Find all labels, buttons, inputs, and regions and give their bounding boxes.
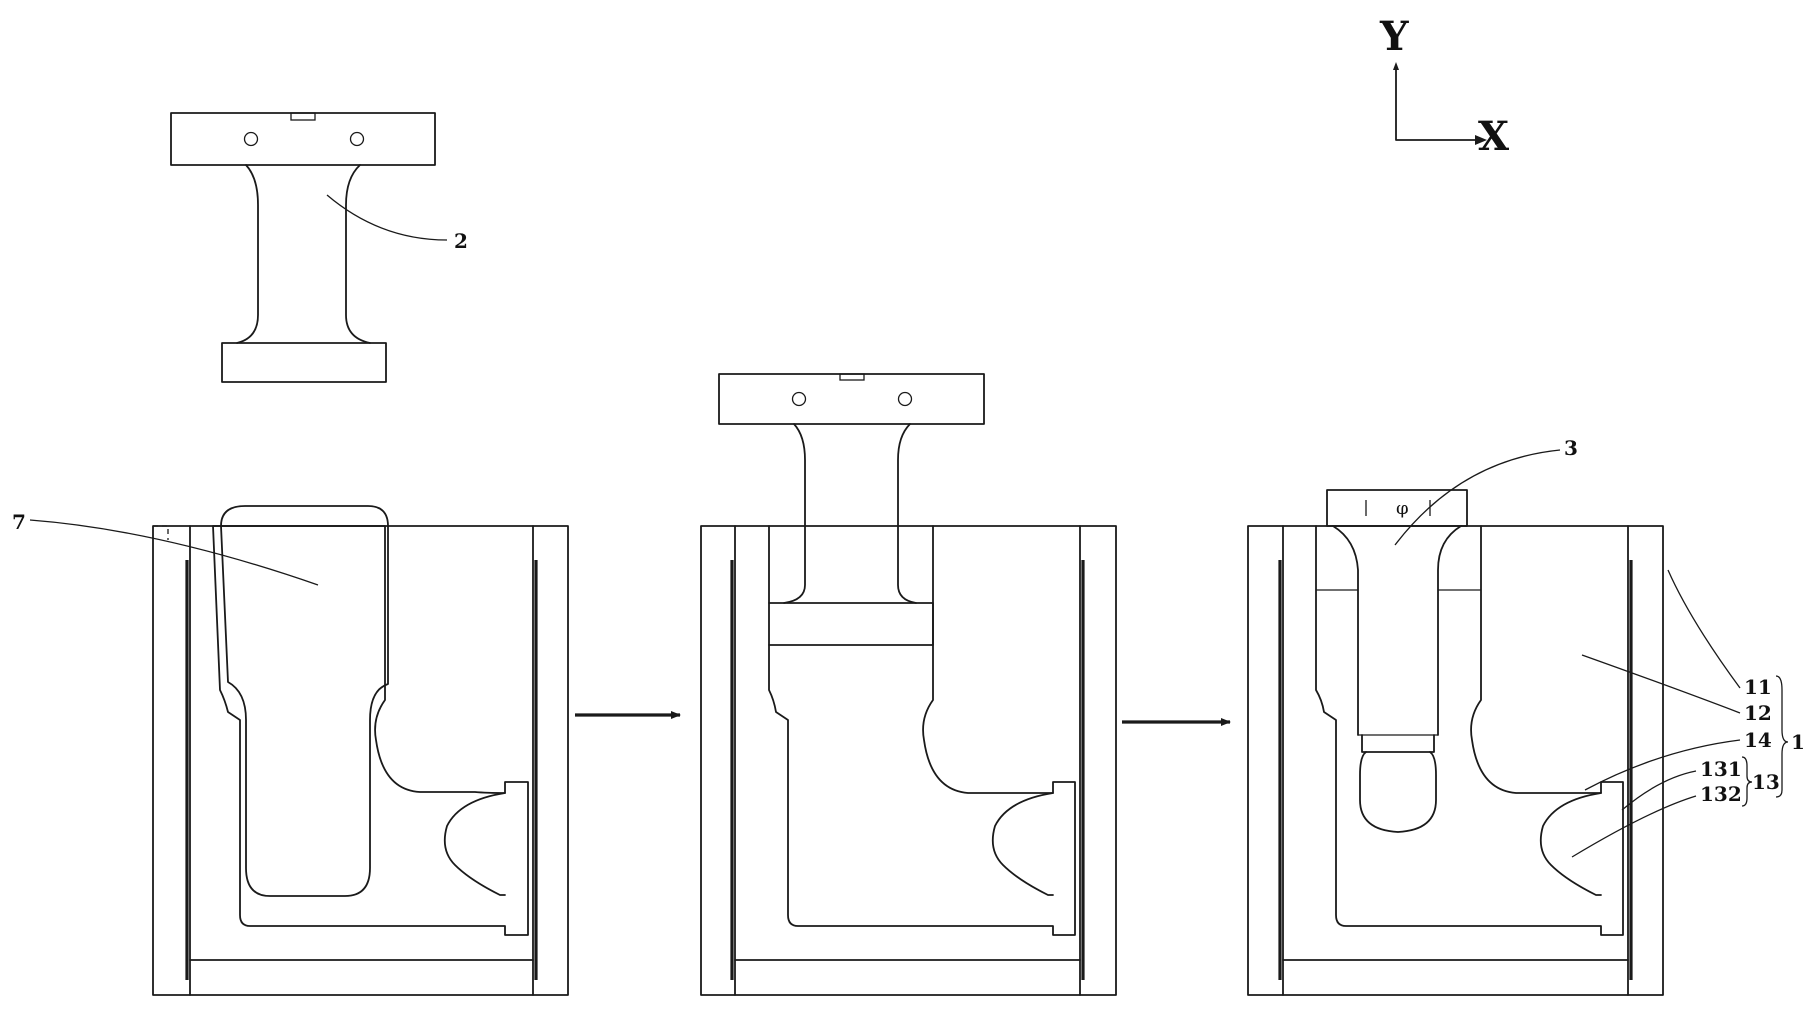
axis-y-arrowhead [1393, 62, 1399, 70]
leader-11 [1668, 570, 1740, 688]
label-131: 131 [1700, 757, 1742, 781]
label-14: 14 [1744, 728, 1772, 752]
part-2-tool [171, 113, 435, 382]
label-132: 132 [1700, 782, 1742, 806]
axis-lines [1396, 70, 1475, 140]
label-3: 3 [1564, 436, 1578, 460]
mold-stage-2 [701, 374, 1116, 995]
leader-131 [1622, 771, 1696, 810]
label-2: 2 [454, 229, 468, 253]
phi-symbol: φ [1396, 498, 1409, 519]
label-12: 12 [1744, 701, 1772, 725]
mold-stage-1 [153, 506, 568, 995]
leader-132 [1572, 796, 1696, 857]
axis-y-label: Y [1379, 13, 1409, 60]
brace-13 [1742, 757, 1752, 806]
label-11: 11 [1744, 675, 1772, 699]
label-13: 13 [1752, 770, 1780, 794]
leader-3 [1395, 450, 1560, 545]
label-1: 1 [1791, 730, 1805, 754]
mold-stage-3: φ [1248, 490, 1663, 995]
leader-12 [1582, 655, 1740, 713]
label-7: 7 [12, 510, 26, 534]
coordinate-axes: Y X [1379, 13, 1509, 160]
leader-2 [327, 195, 447, 240]
leader-7 [30, 520, 318, 585]
axis-x-label: X [1478, 113, 1509, 160]
